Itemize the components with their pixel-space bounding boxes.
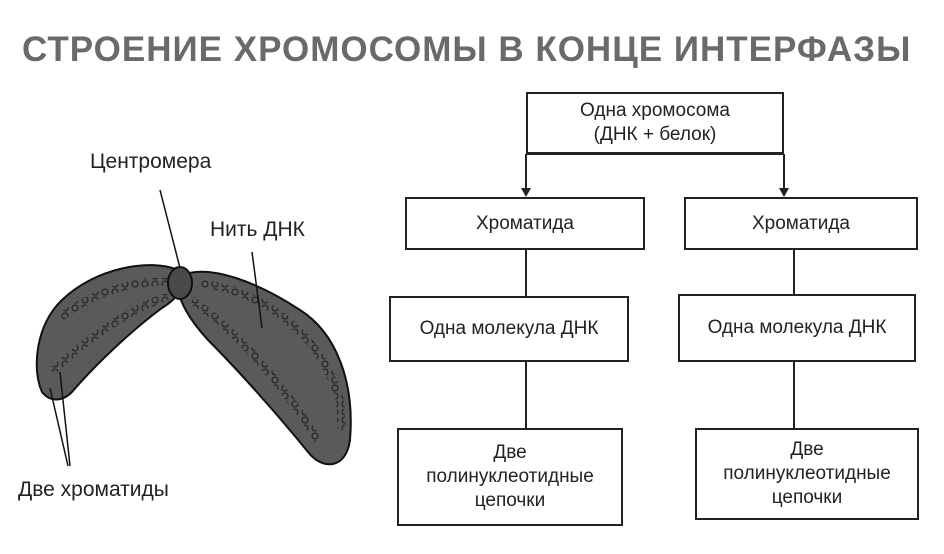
arrow-right (779, 188, 789, 197)
left-molecule-box: Одна молекула ДНК (389, 296, 629, 362)
diagram-title: СТРОЕНИЕ ХРОМОСОМЫ В КОНЦЕ ИНТЕРФАЗЫ (22, 30, 912, 69)
chromatid-leader-1 (49, 387, 69, 467)
root-line-2: (ДНК + белок) (593, 124, 717, 145)
right-chains-line-1: Две (790, 439, 824, 460)
left-chromatid-label: Хроматида (476, 212, 574, 234)
right-chains-line-3: цепочки (771, 487, 843, 508)
root-box: Одна хромосома (ДНК + белок) (526, 92, 784, 154)
left-chains-box: Две полинуклеотидные цепочки (397, 428, 623, 526)
right-chains-line-2: полинуклеотидные (723, 463, 891, 484)
centromere-label: Центромера (90, 150, 212, 173)
left-chromatid-coil-2 (49, 292, 170, 375)
left-chromatid-box: Хроматида (405, 197, 645, 250)
right-chromatid-label: Хроматида (752, 212, 850, 234)
right-chromatid-box: Хроматида (684, 197, 918, 250)
left-chains-line-2: полинуклеотидные (426, 466, 594, 487)
arrow-left (521, 188, 531, 197)
left-chromosome-arm (35, 264, 183, 401)
left-chains-line-1: Две (493, 442, 527, 463)
dna-thread-leader (251, 251, 263, 329)
right-molecule-label: Одна молекула ДНК (707, 317, 887, 338)
two-chromatids-label: Две хроматиды (18, 478, 169, 501)
right-chromatid-coil-2 (189, 296, 322, 443)
left-molecule-label: Одна молекула ДНК (419, 318, 599, 339)
right-chromatid-coil-1 (199, 279, 346, 431)
dna-thread-label: Нить ДНК (210, 218, 305, 241)
right-molecule-box: Одна молекула ДНК (678, 294, 916, 362)
left-chains-line-3: цепочки (474, 490, 546, 511)
root-line-1: Одна хромосома (580, 100, 730, 121)
left-chromatid-coil-1 (57, 277, 171, 322)
chromatid-leader-2 (59, 371, 71, 467)
right-chains-box: Две полинуклеотидные цепочки (695, 428, 919, 520)
centromere-leader (159, 189, 181, 269)
